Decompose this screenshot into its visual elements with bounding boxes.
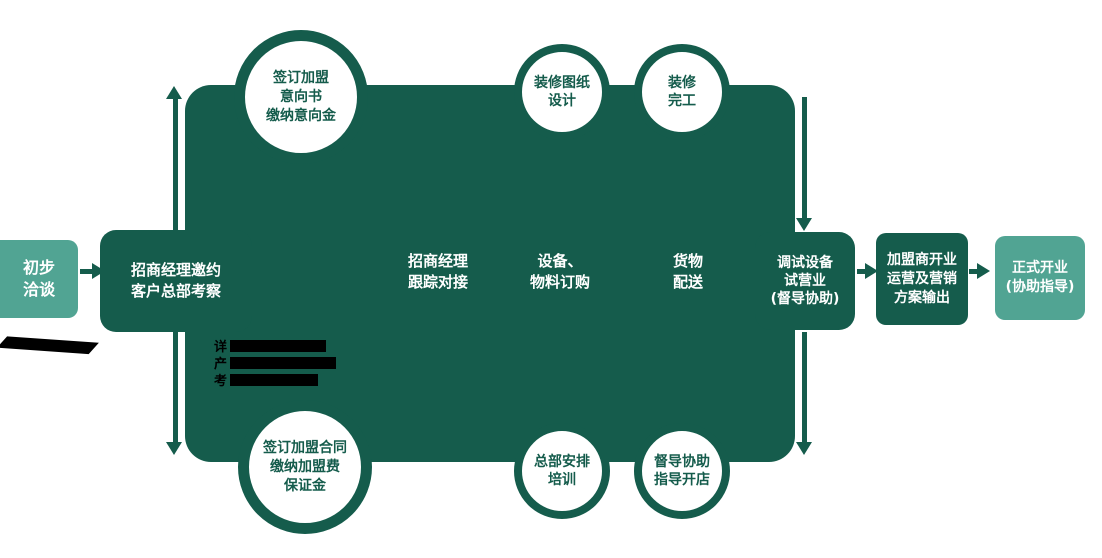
stage-delivery-label: 货物 配送 <box>672 252 703 291</box>
redacted-note-line2-char: 产 <box>214 357 228 372</box>
arrow-from-top-circles-head <box>796 218 812 231</box>
stage-invite-box: 招商经理邀约 客户总部考察 <box>100 230 252 332</box>
arrow-to-intent-head <box>166 86 182 99</box>
circle-design: 装修图纸 设计 <box>514 44 610 140</box>
stage-start-label: 初步 洽谈 <box>22 258 55 299</box>
arrow-to-contract-line <box>173 332 178 444</box>
arrow-to-supervision-line <box>802 332 807 444</box>
circle-intent-label: 签订加盟 意向书 缴纳意向金 <box>266 69 336 124</box>
redacted-note-line1: 详 <box>214 337 336 355</box>
redaction-mark <box>0 336 99 355</box>
arrow-trial-to-prep-head <box>865 263 878 279</box>
circle-contract: 签订加盟合同 缴纳加盟费 保证金 <box>238 400 372 534</box>
circle-contract-label: 签订加盟合同 缴纳加盟费 保证金 <box>263 439 347 494</box>
arrow-prep-to-official-line <box>969 269 979 274</box>
redacted-note-line1-char: 详 <box>214 340 228 355</box>
redaction-bar <box>230 373 319 386</box>
stage-opening-prep-box: 加盟商开业 运营及营销 方案输出 <box>876 233 968 325</box>
arrow-from-top-circles-line <box>802 97 807 220</box>
arrow-start-to-invite-line <box>80 269 94 274</box>
arrow-trial-to-prep-line <box>857 269 867 274</box>
arrow-prep-to-official-head <box>977 263 990 279</box>
circle-construction-done: 装修 完工 <box>634 44 730 140</box>
redacted-note-line3-char: 考 <box>214 374 228 389</box>
stage-official-box: 正式开业 (协助指导) <box>995 236 1085 320</box>
arrow-to-supervision-head <box>796 442 812 455</box>
redaction-bar <box>230 339 327 352</box>
stage-trial-box: 调试设备 试营业 (督导协助) <box>755 232 855 330</box>
stage-trial-label: 调试设备 试营业 (督导协助) <box>770 255 840 307</box>
circle-design-label: 装修图纸 设计 <box>534 75 590 109</box>
stage-order-label: 设备、 物料订购 <box>529 252 590 291</box>
circle-intent: 签订加盟 意向书 缴纳意向金 <box>234 30 368 164</box>
stage-opening-prep-label: 加盟商开业 运营及营销 方案输出 <box>887 251 957 306</box>
stage-track-label: 招商经理 跟踪对接 <box>407 252 468 291</box>
circle-training-label: 总部安排 培训 <box>534 454 590 488</box>
stage-official-label: 正式开业 (协助指导) <box>1005 260 1075 295</box>
redaction-bar <box>230 356 337 369</box>
stage-invite-label: 招商经理邀约 客户总部考察 <box>130 261 221 300</box>
redacted-note-line3: 考 <box>214 371 336 389</box>
stage-start-box: 初步 洽谈 <box>0 240 78 318</box>
arrow-to-contract-head <box>166 442 182 455</box>
circle-supervision-label: 督导协助 指导开店 <box>654 454 710 488</box>
arrow-to-intent-line <box>173 97 178 230</box>
redacted-note-line2: 产 <box>214 354 337 372</box>
circle-construction-done-label: 装修 完工 <box>668 75 696 109</box>
redacted-note: 详 产 考 <box>214 337 337 389</box>
circle-training: 总部安排 培训 <box>514 423 610 519</box>
circle-supervision: 督导协助 指导开店 <box>634 423 730 519</box>
